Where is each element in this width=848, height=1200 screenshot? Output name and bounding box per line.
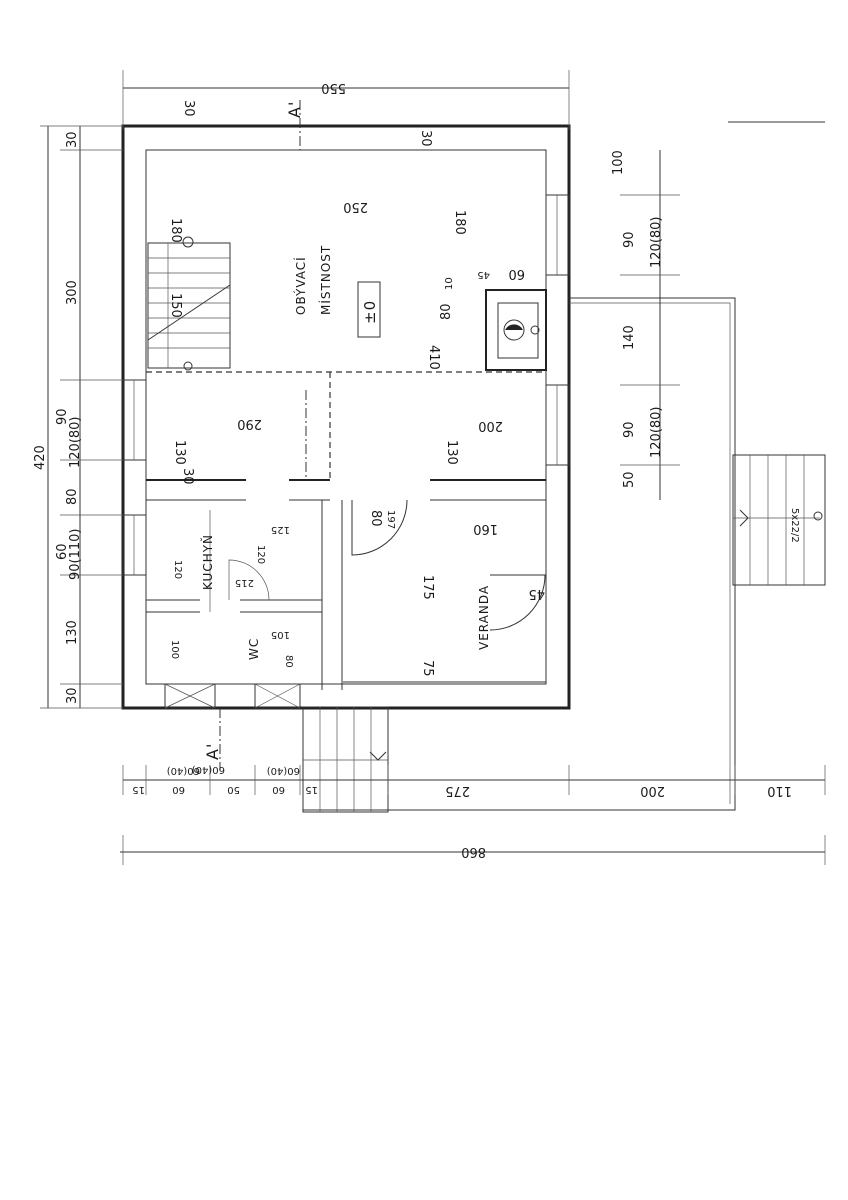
dim-hall-30: 30: [180, 468, 195, 485]
dim-kitchen-125: 125: [271, 524, 290, 535]
level-mark: ±0: [361, 300, 379, 324]
kitchen-label: KUCHYŇ: [200, 534, 215, 590]
dim-kitchen-120a: 120: [172, 560, 183, 579]
windows: [122, 194, 570, 709]
dim-living-180: 180: [452, 210, 467, 235]
dim-top-30a: 30: [181, 100, 196, 117]
dim-living-130b: 130: [444, 440, 459, 465]
dim-right-3: 140: [622, 325, 637, 350]
dim-living-200: 200: [478, 418, 503, 433]
dim-top-overall: 550: [321, 80, 346, 95]
stairs-note: 5x22/2: [789, 508, 800, 543]
dim-bottom-5: 15: [305, 784, 318, 795]
dim-kitchen-215: 215: [235, 577, 254, 588]
dim-right-0: 100: [611, 150, 626, 175]
level-mark-box: [357, 281, 381, 338]
dim-left-3: 120(80): [68, 417, 83, 469]
dim-left-8: 30: [65, 687, 80, 704]
dim-left-7: 130: [65, 620, 80, 645]
stairs-arrow-right: [739, 509, 749, 527]
bottom-entrance-stairs: [302, 706, 389, 813]
dim-fireplace-10: 10: [444, 277, 455, 290]
dim-kitchen-120b: 120: [255, 545, 266, 564]
dim-living-depth: 410: [426, 345, 441, 370]
dim-left-4: 80: [65, 488, 80, 505]
section-mark-top: A': [285, 101, 304, 118]
dim-veranda-175: 175: [420, 575, 435, 600]
dim-right-6: 50: [622, 471, 637, 488]
dim-opening-1: 60(40): [267, 765, 300, 776]
dim-stair-180: 180: [168, 218, 183, 243]
dim-bottom-4: 60(40): [192, 764, 225, 775]
dim-left-0: 30: [65, 131, 80, 148]
section-mark-bottom: A': [203, 743, 222, 760]
dim-right-5: 120(80): [649, 407, 664, 459]
stairs-arrow-bottom: [369, 751, 387, 761]
dim-living-width: 290: [237, 416, 262, 431]
wc-label: WC: [247, 638, 261, 660]
dim-stair-150: 150: [168, 293, 183, 318]
dim-wc-80: 80: [283, 655, 294, 668]
dim-bottom-2: 50: [227, 784, 240, 795]
dim-bottom-3: 60: [272, 784, 285, 795]
dim-right-4: 90: [622, 421, 637, 438]
dim-bottom-0: 15: [132, 784, 145, 795]
dim-opening-0: 60(40): [167, 765, 200, 776]
dim-wc-105: 105: [271, 629, 290, 640]
dim-right-2: 120(80): [649, 217, 664, 269]
dim-fireplace-60: 60: [508, 266, 525, 281]
interior-staircase: [147, 236, 231, 371]
dimension-lines: [40, 70, 826, 865]
dim-left-1: 300: [65, 280, 80, 305]
dim-bottom-1: 60: [172, 784, 185, 795]
living-room-label-2: MÍSTNOST: [318, 245, 333, 315]
veranda-outline: [303, 297, 736, 811]
fireplace: [485, 289, 547, 371]
dim-bottom-6: 275: [445, 783, 470, 798]
living-room-label-1: OBÝVACÍ: [293, 256, 308, 315]
dim-door-197: 197: [385, 510, 396, 529]
dim-door-80: 80: [368, 510, 383, 527]
dim-bottom-overall: 860: [461, 844, 486, 859]
dim-veranda-75: 75: [420, 660, 435, 677]
dim-living-top: 250: [343, 199, 368, 214]
dim-top-30b: 30: [418, 130, 433, 147]
dim-right-1: 90: [622, 231, 637, 248]
dim-fireplace-45: 45: [477, 269, 490, 280]
dim-left-overall: 420: [33, 445, 48, 470]
right-entrance-stairs: [732, 454, 826, 586]
dim-bottom-8: 110: [767, 783, 792, 798]
dim-veranda-160: 160: [473, 521, 498, 536]
dim-living-80: 80: [439, 303, 454, 320]
dim-left-5: 60: [55, 543, 70, 560]
dim-left-2: 90: [55, 408, 70, 425]
dim-living-130a: 130: [172, 440, 187, 465]
interior-walls: [146, 371, 547, 690]
veranda-label: VERANDA: [477, 585, 491, 650]
dim-left-6: 90(110): [68, 529, 83, 581]
dim-kitchen-100: 100: [169, 640, 180, 659]
dim-bottom-7: 200: [640, 783, 665, 798]
dim-veranda-45: 45: [528, 586, 545, 601]
doors: [228, 499, 546, 631]
